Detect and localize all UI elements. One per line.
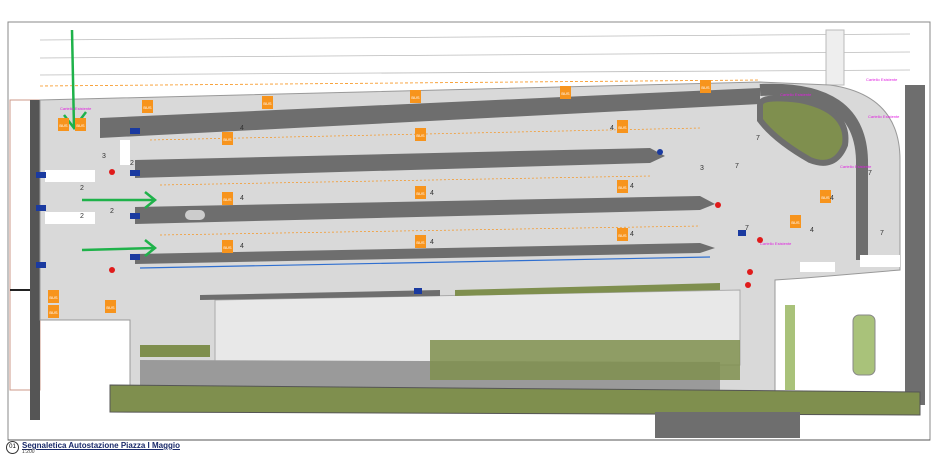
lane-number: 3 [102,153,106,160]
island-1 [100,88,760,138]
bus-sign-label: BUS [416,191,425,196]
crosswalk [825,29,845,86]
bus-sign-label: BUS [106,305,115,310]
bus-sign [415,128,426,141]
bus-sign-label: BUS [76,123,85,128]
green-strip-bottom [109,384,921,416]
bus-sign-label: BUS [791,220,800,225]
callout-label: Cartello Esistente [60,106,92,111]
bus-sign [820,190,831,203]
green-direction-arrow [63,29,158,257]
callout-label: Cartello Esistente [868,114,900,119]
callout-label: Cartello Esistente [840,164,872,169]
lane-number: 4 [610,125,614,132]
drawing-number: 01 [6,441,19,454]
callout-label: Cartello Esistente [866,77,898,82]
bus-islands [100,88,760,264]
bus-sign-label: BUS [223,197,232,202]
bus-sign [48,305,59,318]
bus-sign-label: BUS [223,245,232,250]
lane-number: 4 [240,195,244,202]
green-bed [430,340,740,380]
bus-sign-label: BUS [263,101,272,106]
lane-number: 7 [745,225,749,232]
bus-sign-label: BUS [416,240,425,245]
callout-label: Cartello Esistente [780,92,812,97]
lane-number: 4 [240,243,244,250]
top-road [39,33,911,87]
bus-sign-label: BUS [618,125,627,130]
lane-number: 3 [700,165,704,172]
bus-sign [75,118,86,131]
island-2 [135,148,665,178]
green-patch [852,314,876,376]
bus-stop-pole [36,128,746,294]
green-strip-vertical [785,305,795,390]
bus-sign [222,132,233,145]
island-3 [135,196,715,224]
bus-sign [410,90,421,103]
lane-number: 7 [868,170,872,177]
bus-sign [142,100,153,113]
lane-number: 4 [810,227,814,234]
bus-sign-label: BUS [59,123,68,128]
bus-sign [617,120,628,133]
bus-sign-label: BUS [143,105,152,110]
bus-sign [617,180,628,193]
lane-number: 2 [130,160,134,167]
bus-sign-label: BUS [701,85,710,90]
lane-number: 2 [80,185,84,192]
bus-sign-label: BUS [49,295,58,300]
lane-number: 4 [630,183,634,190]
bus-sign [48,290,59,303]
right-road [905,85,925,405]
exit-road [759,83,868,260]
bus-sign [222,192,233,205]
bus-sign [415,186,426,199]
bus-sign-label: BUS [821,195,830,200]
bus-sign-label: BUS [416,133,425,138]
bus-sign [617,228,628,241]
lane-number: 4 [430,190,434,197]
stop-marker [109,169,763,288]
green-island [757,95,849,166]
lane-number: 2 [80,213,84,220]
bus-sign-label: BUS [411,95,420,100]
lane-number: 4 [430,239,434,246]
lane-number: 4 [630,231,634,238]
crosswalks [45,140,900,272]
drawing-scale: 1:200 [22,449,35,455]
building-left [9,99,41,420]
bus-sign [700,80,711,93]
bus-sign [58,118,69,131]
lane-numbers: 3 2 2 2 2 4 4 4 4 4 4 4 4 7 7 4 4 7 7 7 3 [80,125,884,250]
lane-number: 7 [735,163,739,170]
bus-sign [415,235,426,248]
bus-sign-label: BUS [223,137,232,142]
bus-sign-label: BUS [618,233,627,238]
callout-label: Cartello Esistente [760,241,792,246]
bus-sign-label: BUS [618,185,627,190]
bus-sign [105,300,116,313]
bus-sign [790,215,801,228]
lane-number: 4 [830,195,834,202]
bus-sign [222,240,233,253]
lane-number: 2 [110,208,114,215]
bus-sign [560,86,571,99]
lane-number: 7 [880,230,884,237]
lane-number: 7 [756,135,760,142]
green-bed [140,345,210,357]
island-4 [135,243,715,264]
bus-bays [139,256,711,269]
boundary-lines [149,127,701,236]
lane-number: 4 [240,125,244,132]
bus-signs: BUS BUS BUS BUS BUS BUS BUS BUS BUS BUS BUS BUS BUS B… [48,80,831,318]
bus-sign-label: BUS [49,310,58,315]
drawing-title: Segnaletica Autostazione Piazza I Maggio [22,441,180,450]
bus-sign-label: BUS [561,91,570,96]
bottom-structure [655,412,800,438]
bus-sign [262,96,273,109]
